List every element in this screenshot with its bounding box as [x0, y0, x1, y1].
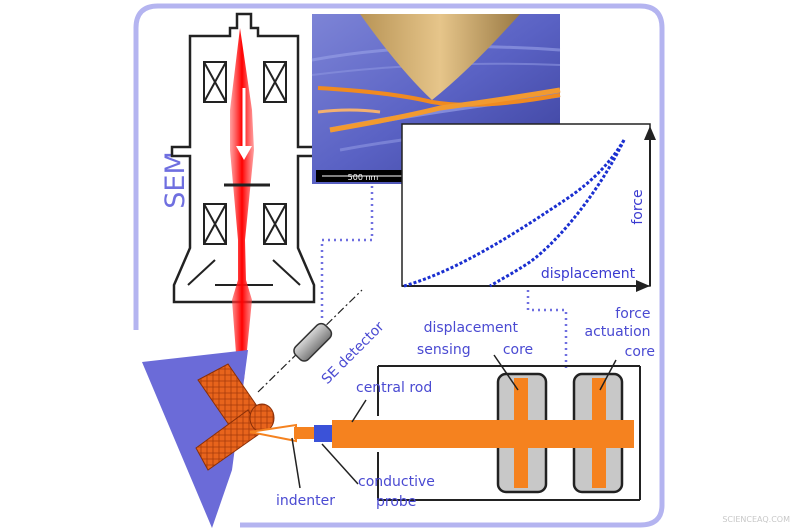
watermark: SCIENCEAQ.COM — [722, 515, 790, 524]
probe-callout — [321, 443, 359, 485]
detector-to-micrograph-connector — [320, 186, 374, 320]
displacement-axis-arrowhead — [636, 280, 650, 292]
force-actuation-core-label: force actuation core — [585, 306, 656, 360]
plot-to-cores-connector — [526, 290, 568, 368]
conductive-probe — [314, 425, 332, 442]
force-axis-arrowhead — [644, 126, 656, 140]
central-rod-callout — [351, 399, 367, 423]
force-axis-label: force — [630, 189, 646, 224]
indenter-callout — [291, 437, 301, 489]
central-rod — [332, 420, 634, 448]
outer-frame — [133, 3, 665, 528]
nanotube-sample — [195, 363, 275, 471]
force-core-callout — [599, 359, 617, 391]
force-displacement-plot: force displacement — [401, 123, 656, 292]
displacement-sensing-core-label: displacement sensing core — [417, 320, 533, 358]
loading-curve — [403, 139, 626, 288]
lower-lens-coils — [203, 203, 287, 245]
conductive-probe-label: conductive probe — [358, 474, 439, 510]
displacement-core-callout — [493, 354, 519, 391]
transducer-housing — [377, 365, 641, 501]
displacement-axis-label: displacement — [541, 266, 636, 282]
scale-bar-label: 500 nm — [348, 173, 379, 182]
indenter-shaft — [294, 427, 314, 439]
indenter-label: indenter — [276, 493, 335, 509]
se-detector-icon — [293, 322, 333, 362]
beam-arrow-head — [236, 146, 252, 160]
central-rod-label: central rod — [356, 380, 432, 396]
upper-lens-coils — [203, 61, 287, 103]
sem-label: SEM — [160, 151, 191, 209]
electron-beam — [230, 28, 254, 380]
unloading-curve — [489, 139, 626, 288]
